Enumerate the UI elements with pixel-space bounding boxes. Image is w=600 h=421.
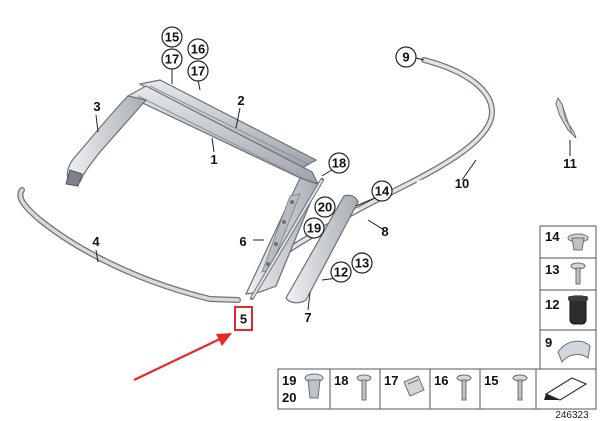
label-4: 4 [92,234,100,249]
label-11: 11 [563,156,577,171]
highlight-box-5: 5 [234,306,253,331]
tool-arrow-icon [544,377,588,401]
clip-17-icon [403,375,425,397]
side-row-13-label: 13 [545,262,559,277]
callout-18-label: 18 [332,156,346,171]
callout-13: 13 [351,252,373,274]
callout-16-label: 16 [191,42,205,57]
side-row-9-label: 9 [545,335,552,350]
red-arrow-icon [133,333,232,381]
callout-14: 14 [371,180,393,202]
label-10: 10 [455,176,469,191]
part-1-frame-rail [126,85,320,186]
grommet-12-icon [568,295,588,325]
callout-17a: 17 [161,48,183,70]
bottom-17-label: 17 [384,373,398,388]
part-7-pillar-cover [285,194,359,304]
bottom-15-label: 15 [484,373,498,388]
callout-17a-label: 17 [165,52,179,67]
bottom-18-label: 18 [334,373,348,388]
label-3: 3 [93,99,100,114]
callout-17b-label: 17 [191,64,205,79]
callout-19: 19 [303,217,325,239]
label-1: 1 [210,152,217,167]
bottom-16-label: 16 [434,373,448,388]
part-6-pillar-trim [244,177,319,295]
label-6: 6 [239,234,246,249]
callout-15: 15 [161,26,183,48]
side-row-14-label: 14 [545,229,560,244]
label-8: 8 [381,224,388,239]
callout-17b: 17 [187,60,209,82]
bottom-20-label: 20 [282,390,296,405]
bottom-19-label: 19 [282,373,296,388]
seal-section-9-icon [557,340,591,364]
part-11-clip [555,96,577,139]
screw-16-icon [456,374,472,401]
clip-19-20-icon [304,373,324,399]
callout-13-label: 13 [355,256,369,271]
part-3-side-post [65,95,148,187]
callout-15-label: 15 [165,30,179,45]
clip-14-icon [567,233,589,251]
diagram-id: 246323 [555,410,589,421]
callout-20: 20 [314,196,336,218]
part-2-header-bar [138,79,318,169]
screw-15-icon [512,374,528,401]
callout-9-label: 9 [402,50,409,65]
callout-16: 16 [187,38,209,60]
label-2: 2 [237,93,244,108]
side-row-12-label: 12 [545,297,559,312]
callout-19-label: 19 [307,221,321,236]
bottom-parts-table [277,368,597,410]
label-7: 7 [304,310,311,325]
part-4-seal [17,187,241,303]
screw-13-icon [570,262,586,285]
screw-18-icon [356,374,372,401]
callout-20-label: 20 [318,200,332,215]
label-5: 5 [240,312,247,327]
callout-12-label: 12 [334,265,348,280]
callout-18: 18 [328,152,350,174]
callout-12: 12 [330,261,352,283]
callout-9: 9 [395,46,417,68]
callout-14-label: 14 [375,184,390,199]
